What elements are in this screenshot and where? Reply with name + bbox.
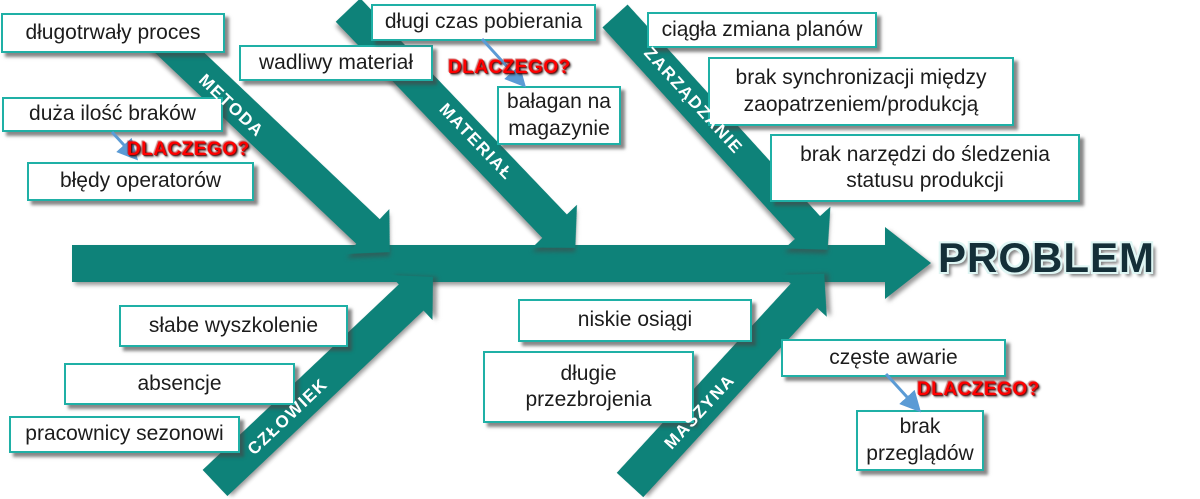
cause-box-zarzadzanie-2: brak synchronizacji między zaopatrzeniem… — [708, 57, 1014, 126]
spine-bar — [72, 245, 885, 282]
cause-box-maszyna-3: częste awarie — [781, 339, 1006, 377]
cause-box-czlowiek-2: absencje — [64, 363, 295, 405]
cause-box-material-3: bałagan na magazynie — [497, 86, 621, 145]
spine-arrowhead-icon — [885, 227, 931, 299]
branch-czlowiek-arrow — [202, 274, 433, 497]
why-annotation-2: DLACZEGO? — [448, 57, 571, 78]
cause-box-zarzadzanie-3: brak narzędzi do śledzenia statusu produ… — [770, 134, 1080, 202]
cause-box-metoda-1: długotrwały proces — [1, 13, 225, 53]
cause-box-maszyna-1: niskie osiągi — [518, 299, 752, 342]
cause-box-metoda-3: błędy operatorów — [27, 162, 254, 201]
cause-box-maszyna-2: długie przezbrojenia — [483, 351, 694, 423]
branch-maszyna-arrow — [616, 273, 827, 498]
branch-maszyna-arrowhead-icon — [781, 273, 827, 317]
branch-metoda-arrowhead-icon — [346, 209, 390, 254]
cause-box-czlowiek-1: słabe wyszkolenie — [119, 305, 348, 347]
branch-metoda-arrow — [150, 23, 390, 254]
cause-box-maszyna-4: brak przeglądów — [856, 410, 984, 471]
cause-box-material-2: długi czas pobierania — [371, 4, 596, 41]
spine-arrow — [72, 227, 931, 299]
cause-box-zarzadzanie-1: ciągła zmiana planów — [647, 12, 877, 48]
why-annotation-1: DLACZEGO? — [127, 139, 250, 160]
branch-material-arrowhead-icon — [532, 204, 577, 248]
cause-box-material-1: wadliwy materiał — [239, 45, 433, 81]
why-annotation-3: DLACZEGO? — [917, 379, 1040, 400]
branch-zarzadzanie-arrowhead-icon — [784, 206, 831, 250]
cause-box-czlowiek-3: pracownicy sezonowi — [9, 416, 240, 453]
branch-czlowiek-arrowhead-icon — [389, 274, 433, 321]
problem-title: PROBLEM — [938, 234, 1155, 281]
cause-box-metoda-2: duża ilość braków — [2, 97, 223, 132]
